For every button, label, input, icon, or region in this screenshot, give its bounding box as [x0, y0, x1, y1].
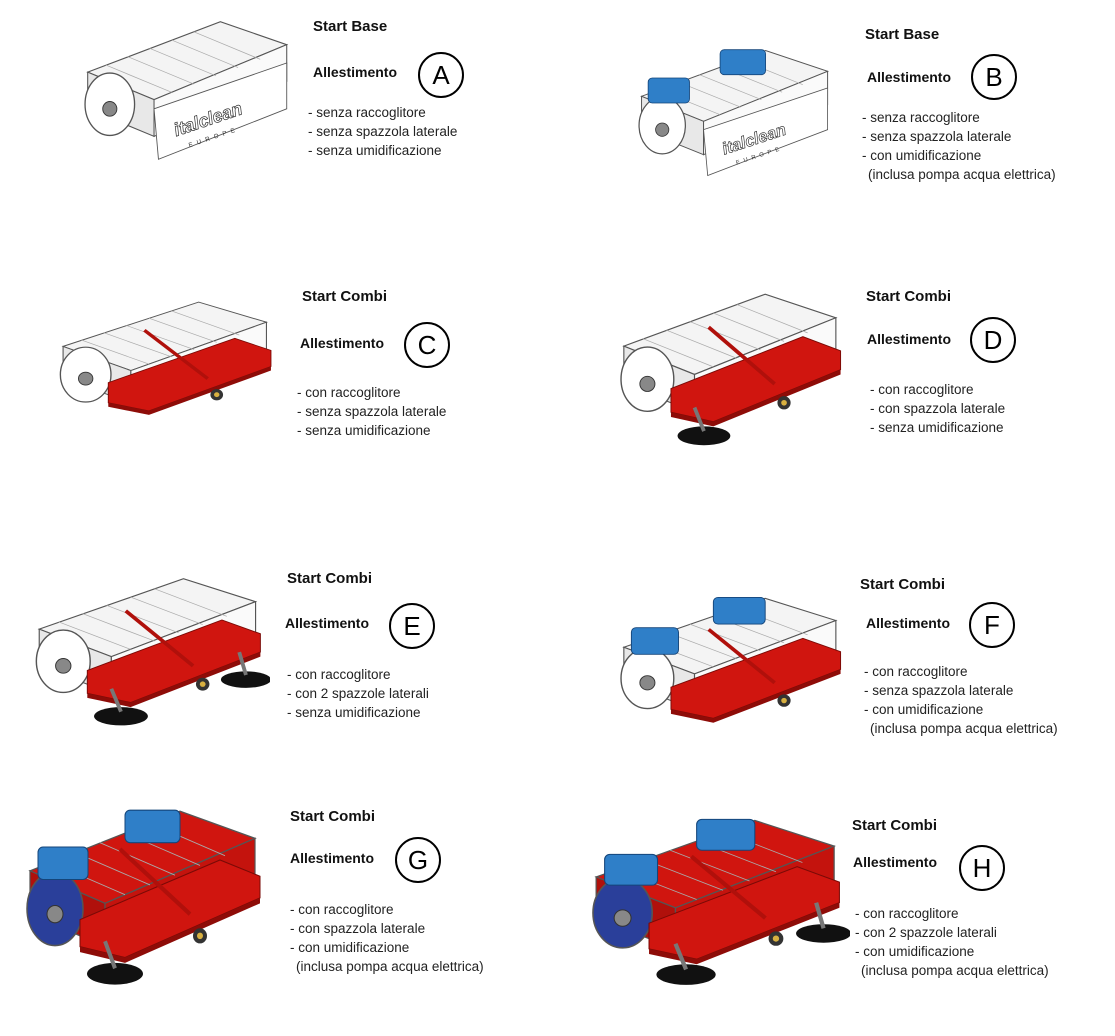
feature-item: - senza umidificazione [870, 420, 1004, 435]
allestimento-label: Allestimento [300, 335, 385, 351]
allestimento-label: Allestimento [867, 69, 952, 85]
feature-list: - con raccoglitore - con spazzola lateral… [870, 380, 1005, 437]
side-brush [656, 964, 716, 985]
feature-item: - con raccoglitore [864, 664, 968, 679]
allestimento-label: Allestimento [866, 615, 951, 631]
collector [107, 337, 272, 412]
machine-illustration [45, 290, 280, 435]
config-title: Start Combi [287, 570, 373, 587]
feature-item: - senza spazzola laterale [862, 129, 1012, 144]
config-title: Start Combi [290, 808, 376, 825]
config-letter-badge: G [395, 837, 441, 883]
feature-item: - senza spazzola laterale [297, 404, 447, 419]
machine-illustration [575, 805, 852, 990]
config-title: Start Combi [860, 576, 946, 593]
allestimento-label: Allestimento [285, 615, 370, 631]
feature-item: - senza raccoglitore [308, 105, 426, 120]
feature-list: - senza raccoglitore - senza spazzola lat… [862, 108, 1056, 184]
machine-illustration [20, 565, 271, 730]
feature-item: - con raccoglitore [290, 902, 394, 917]
feature-item: (inclusa pompa acqua elettrica) [861, 963, 1049, 978]
side-brush [796, 924, 852, 943]
feature-item: - con spazzola laterale [870, 401, 1006, 416]
feature-item: - con 2 spazzole laterali [287, 686, 429, 701]
feature-item: - con umidificazione [855, 944, 975, 959]
logo-plate [703, 87, 829, 177]
allestimento-label: Allestimento [313, 64, 398, 80]
config-letter-badge: C [404, 322, 450, 368]
config-letter-badge: D [970, 317, 1016, 363]
feature-item: - con umidificazione [862, 148, 982, 163]
allestimento-label: Allestimento [853, 854, 938, 870]
side-brush [220, 671, 271, 688]
config-letter-badge: B [971, 54, 1017, 100]
feature-item: - senza umidificazione [308, 143, 442, 158]
feature-item: - senza umidificazione [297, 423, 431, 438]
feature-list: - con raccoglitore - con spazzola lateral… [290, 900, 484, 976]
feature-item: - con raccoglitore [287, 667, 391, 682]
config-title: Start Combi [866, 288, 952, 305]
feature-item: - senza spazzola laterale [864, 683, 1014, 698]
feature-list: - con raccoglitore - senza spazzola later… [864, 662, 1058, 738]
water-tank [647, 77, 690, 104]
collector [648, 866, 840, 960]
feature-item: - con umidificazione [864, 702, 984, 717]
water-tank [37, 846, 89, 881]
feature-list: - senza raccoglitore - senza spazzola lat… [308, 103, 457, 160]
side-brush [87, 962, 143, 985]
config-title: Start Base [865, 26, 940, 43]
collector [86, 619, 261, 703]
config-letter-badge: F [969, 602, 1015, 648]
config-letter-badge: E [389, 603, 435, 649]
feature-item: (inclusa pompa acqua elettrica) [296, 959, 484, 974]
feature-item: - con umidificazione [290, 940, 410, 955]
feature-item: - senza umidificazione [287, 705, 421, 720]
water-tank [124, 809, 181, 844]
config-title: Start Combi [852, 817, 938, 834]
feature-item: - con raccoglitore [855, 906, 959, 921]
config-letter-badge: A [418, 52, 464, 98]
side-brush [94, 707, 148, 726]
water-tank [630, 627, 679, 655]
feature-list: - con raccoglitore - con 2 spazzole later… [287, 665, 429, 722]
feature-list: - con raccoglitore - con 2 spazzole later… [855, 904, 1049, 980]
config-title: Start Combi [302, 288, 388, 305]
water-tank [604, 853, 659, 886]
water-tank [719, 49, 766, 76]
machine-illustration [605, 585, 850, 745]
allestimento-label: Allestimento [867, 331, 952, 347]
config-title: Start Base [313, 18, 388, 35]
feature-list: - con raccoglitore - senza spazzola later… [297, 383, 446, 440]
side-brush [677, 426, 731, 446]
machine-illustration [605, 280, 850, 450]
feature-item: - con 2 spazzole laterali [855, 925, 997, 940]
logo-plate [153, 62, 288, 160]
feature-item: (inclusa pompa acqua elettrica) [870, 721, 1058, 736]
config-letter-badge: H [959, 845, 1005, 891]
water-tank [696, 818, 756, 851]
feature-item: - senza raccoglitore [862, 110, 980, 125]
machine-illustration [10, 795, 270, 990]
water-tank [712, 597, 766, 625]
feature-item: (inclusa pompa acqua elettrica) [868, 167, 1056, 182]
feature-item: - con raccoglitore [297, 385, 401, 400]
feature-item: - con spazzola laterale [290, 921, 426, 936]
feature-item: - senza spazzola laterale [308, 124, 458, 139]
feature-item: - con raccoglitore [870, 382, 974, 397]
allestimento-label: Allestimento [290, 850, 375, 866]
